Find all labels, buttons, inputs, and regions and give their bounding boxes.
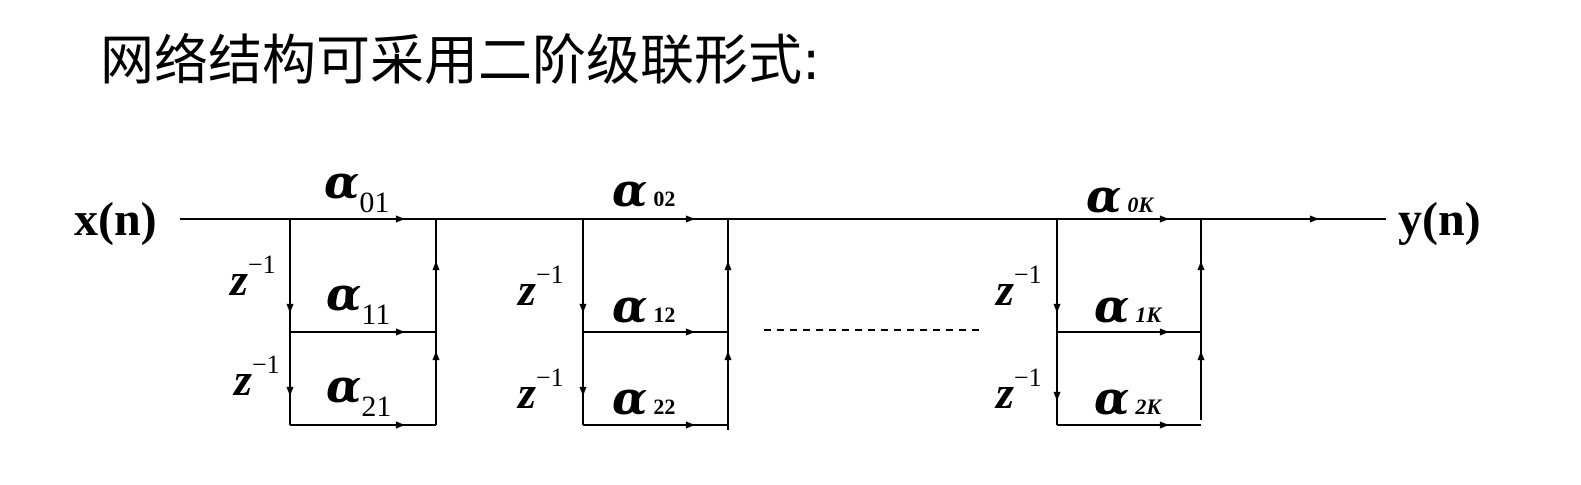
delay-exponent: −1 <box>1014 363 1042 392</box>
delay-label: z−1 <box>516 260 564 315</box>
z-symbol: z <box>228 254 248 305</box>
alpha-symbol: α <box>326 267 361 321</box>
z-symbol: z <box>232 354 252 405</box>
delay-exponent: −1 <box>252 350 280 379</box>
coefficient-subscript: 2K <box>1134 394 1162 419</box>
delay-exponent: −1 <box>536 363 564 392</box>
delay-label: z−1 <box>994 363 1042 418</box>
delay-exponent: −1 <box>536 260 564 289</box>
coefficient-subscript: 22 <box>653 394 675 419</box>
z-symbol: z <box>516 264 536 315</box>
delay-label: z−1 <box>228 250 276 305</box>
alpha-symbol: α <box>324 155 359 209</box>
output-label: y(n) <box>1398 193 1481 246</box>
coefficient-subscript: 1K <box>1135 302 1162 327</box>
coefficient-subscript: 21 <box>361 390 391 423</box>
delay-exponent: −1 <box>248 250 276 279</box>
coefficient-subscript: 12 <box>653 302 675 327</box>
coefficient-label: α21 <box>326 359 391 423</box>
alpha-symbol: α <box>1086 169 1121 223</box>
z-symbol: z <box>994 264 1014 315</box>
coefficient-label: α11 <box>326 267 390 331</box>
coefficient-subscript: 0K <box>1127 192 1154 217</box>
alpha-symbol: α <box>612 163 647 217</box>
z-symbol: z <box>994 367 1014 418</box>
delay-label: z−1 <box>232 350 280 405</box>
z-symbol: z <box>516 367 536 418</box>
alpha-symbol: α <box>612 279 647 333</box>
delay-exponent: −1 <box>1014 260 1042 289</box>
page-title: 网络结构可采用二阶级联形式: <box>100 29 821 92</box>
alpha-symbol: α <box>1094 279 1129 333</box>
coefficient-label: α01 <box>324 155 389 219</box>
coefficient-subscript: 11 <box>361 298 390 331</box>
alpha-symbol: α <box>1094 371 1129 425</box>
delay-label: z−1 <box>994 260 1042 315</box>
alpha-symbol: α <box>326 359 361 413</box>
alpha-symbol: α <box>612 371 647 425</box>
input-label: x(n) <box>74 193 157 246</box>
biquad-stage-1: α01 α11 α21 z−1 z−1 <box>228 155 440 429</box>
coefficient-subscript: 01 <box>359 186 389 219</box>
delay-label: z−1 <box>516 363 564 418</box>
coefficient-subscript: 02 <box>653 186 675 211</box>
